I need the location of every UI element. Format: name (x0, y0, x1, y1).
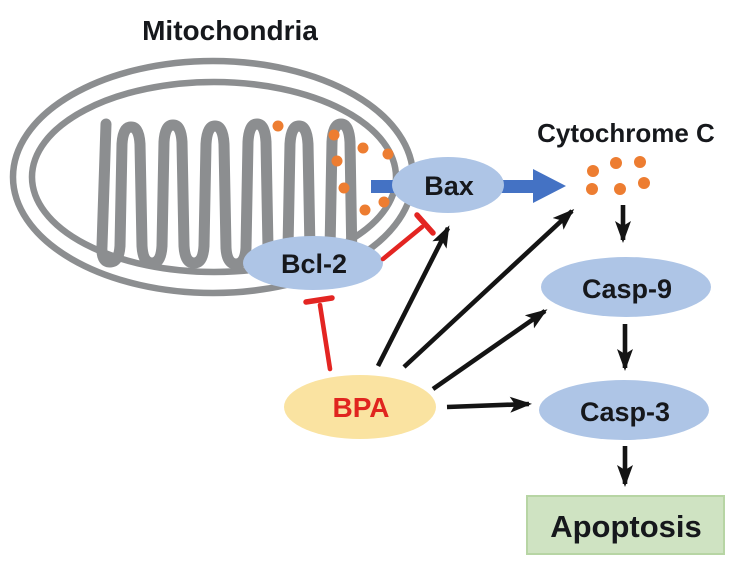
bpa-node (284, 375, 436, 439)
bcl2-label: Bcl-2 (281, 249, 347, 279)
bax-node (392, 157, 504, 213)
apoptosis-box (526, 495, 725, 555)
cytochrome-c-dots-released (586, 156, 650, 195)
casp3-label: Casp-3 (580, 397, 670, 427)
apoptosis-label: Apoptosis (550, 509, 702, 544)
bax-label: Bax (424, 171, 474, 201)
bpa-label: BPA (332, 392, 389, 423)
arrow-bpa-to-casp9 (431, 309, 548, 391)
casp3-node (539, 380, 709, 440)
cytochrome-c-dots-escaping (272, 120, 394, 216)
mitochondria-cristae (96, 118, 358, 271)
inhibit-bpa-to-bcl2-line (317, 302, 333, 372)
cytochrome-c-label: Cytochrome C (537, 118, 715, 148)
inhibit-bcl2-to-bax-line (380, 224, 425, 262)
arrow-bpa-to-bax (375, 225, 451, 368)
inhibition-lines (303, 212, 436, 372)
bcl2-node (243, 236, 383, 290)
inhibit-bcl2-to-bax-cap (414, 212, 436, 236)
mitochondria-title: Mitochondria (142, 15, 318, 46)
arrow-bpa-to-casp3 (446, 396, 532, 413)
inhibit-bpa-to-bcl2-cap (303, 295, 335, 305)
casp9-node (541, 257, 711, 317)
casp9-label: Casp-9 (582, 274, 672, 304)
activation-arrows (375, 205, 633, 487)
arrow-bpa-to-cytc (402, 208, 575, 369)
